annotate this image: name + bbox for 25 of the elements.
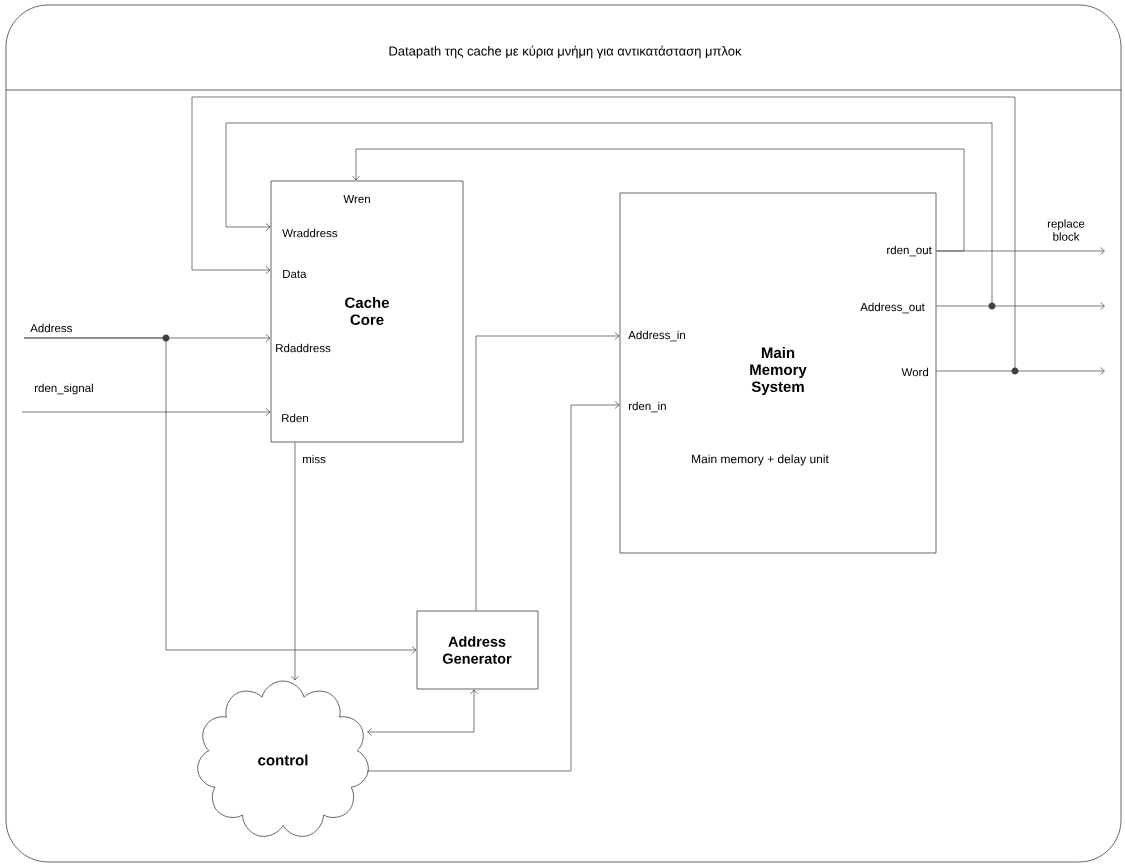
port-label: Data (283, 270, 307, 278)
control-cloud: control (197, 680, 369, 837)
port-label: rden_out (887, 245, 932, 257)
port-label: Rdaddress (276, 343, 331, 353)
signal-label: replace block (1047, 219, 1085, 241)
port-label: rden_in (628, 401, 666, 413)
connector-arrow (352, 148, 965, 252)
title: Datapath της cache με κύρια μνήμη για αντικατάσταση μπλοκ (389, 45, 742, 59)
port-label: Wren (343, 195, 370, 203)
connector-arrow (366, 401, 620, 772)
port-label: Rden (282, 413, 308, 423)
port-label: Address_in (628, 330, 685, 342)
connector-arrow (367, 689, 478, 736)
port-label: Wraddress (282, 228, 338, 238)
connector-arrow (291, 442, 299, 681)
port-label: Word (901, 367, 929, 377)
connector-arrow (23, 337, 417, 654)
signal-label: Address (30, 323, 72, 333)
connector-arrow (475, 332, 620, 611)
signal-label: miss (303, 454, 326, 464)
port-label: Main memory + delay unit (692, 454, 829, 466)
connector-arrow (21, 408, 271, 416)
port-label: Address_out (860, 302, 925, 314)
block-box: Address Generator (416, 610, 539, 690)
signal-label: rden_signal (35, 383, 93, 395)
